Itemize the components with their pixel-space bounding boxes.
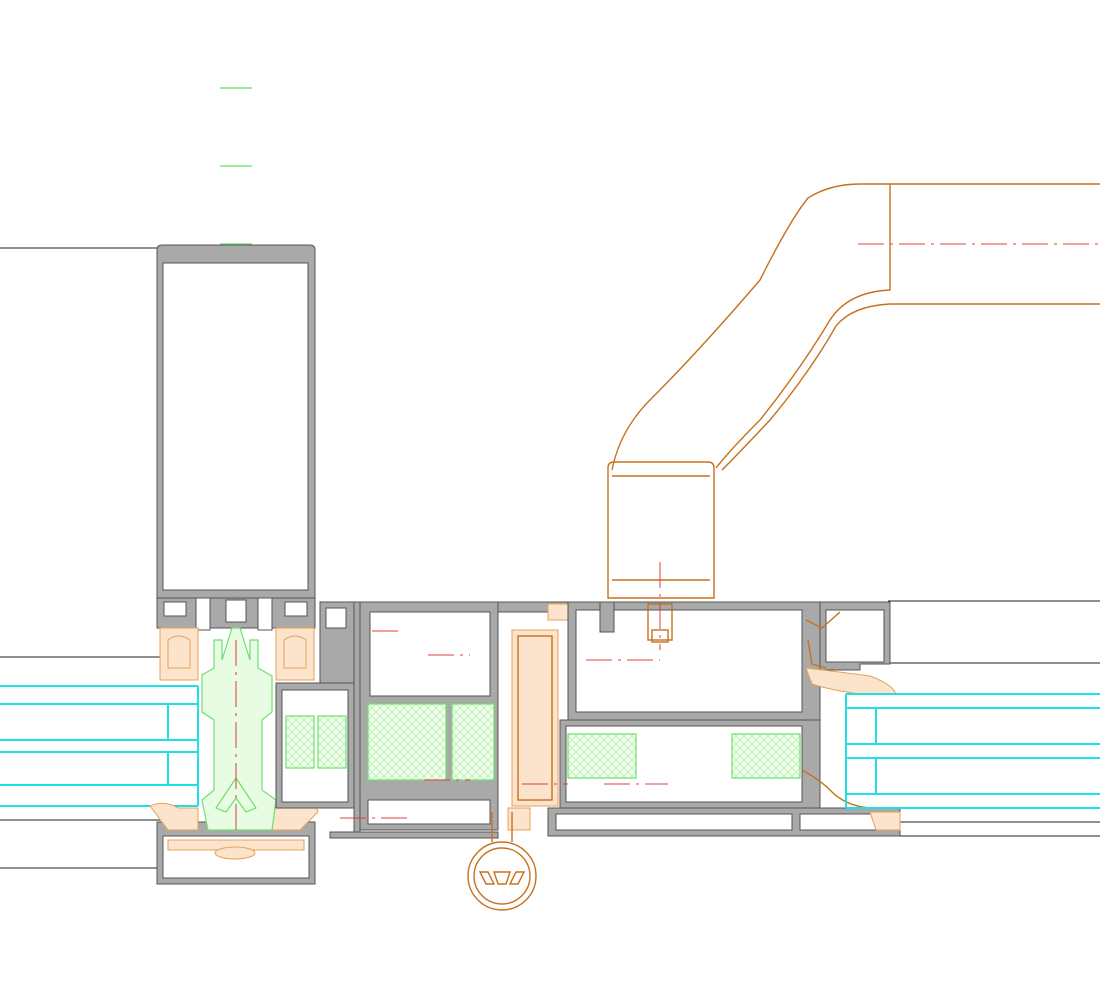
- sash-cap: [507, 603, 571, 831]
- glazing-right: [845, 693, 1100, 831]
- right-reference-lines: [888, 600, 1100, 837]
- sash-profile: [275, 601, 569, 839]
- gaskets-left: [149, 627, 319, 831]
- right-frame: [801, 601, 897, 809]
- glazing-left: [0, 685, 199, 807]
- lift-slide-handle: [607, 183, 1100, 650]
- central-interlock: [201, 627, 277, 831]
- bottom-left-channel: [156, 821, 316, 885]
- fixed-frame-profile: [156, 244, 316, 631]
- left-reference-lines: [0, 247, 160, 869]
- right-sash-profile: [522, 601, 901, 837]
- lock-cylinder: [467, 812, 537, 911]
